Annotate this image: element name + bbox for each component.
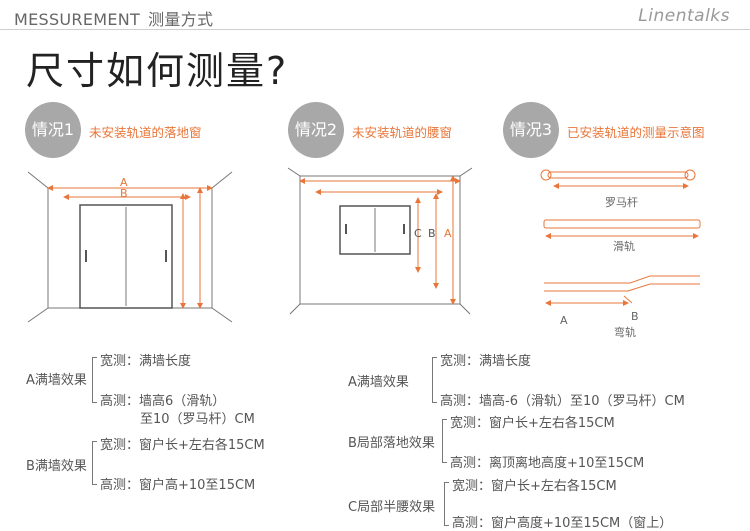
header-en: MESSUREMENT: [14, 10, 141, 29]
d1-label-b: B: [120, 187, 128, 200]
note-left-b-bracket: [92, 441, 97, 485]
case-1-desc: 未安装轨道的落地窗: [89, 125, 202, 140]
d2-label-c: C: [414, 227, 422, 240]
note-right-c-label: C局部半腰效果: [348, 500, 436, 515]
d3-label-roman-rod: 罗马杆: [605, 196, 638, 209]
d2-label-b: B: [428, 227, 436, 240]
note-left-b-label: B满墙效果: [26, 459, 87, 474]
note-right-a-item-1: 宽测：满墙长度: [440, 354, 532, 369]
header-caption: MESSUREMENT 测量方式: [14, 6, 213, 30]
case-2-desc: 未安装轨道的腰窗: [352, 125, 453, 140]
case-3-desc: 已安装轨道的测量示意图: [567, 125, 705, 140]
case-1-badge: 情况1: [25, 102, 81, 158]
note-left-a-item-2: 高测：墙高6（滑轨）: [100, 394, 226, 409]
diagram-3-rails: [540, 169, 701, 306]
note-right-b-item-2: 高测：离顶离地高度+10至15CM: [450, 456, 645, 471]
note-right-a-bracket: [432, 357, 437, 403]
note-right-b-label: B局部落地效果: [348, 436, 435, 451]
note-right-b-bracket: [442, 419, 447, 463]
d3-label-a: A: [560, 314, 568, 327]
note-right-a-item-2: 高测：墙高-6（滑轨）至10（罗马杆）CM: [440, 394, 685, 409]
note-left-b-item-1: 宽测：窗户长+左右各15CM: [100, 438, 265, 453]
d1-label-a: A: [120, 176, 128, 189]
note-right-c-item-2: 高测：窗户高度+10至15CM（窗上）: [452, 516, 673, 531]
page-title: 尺寸如何测量?: [26, 49, 289, 93]
case-3-badge: 情况3: [503, 102, 559, 158]
note-right-c-bracket: [444, 482, 449, 526]
diagram-1-floor-window: [27, 171, 233, 323]
note-left-a-label: A满墙效果: [26, 373, 87, 388]
d2-label-a: A: [444, 227, 452, 240]
diagram-2-waist-window: [287, 167, 473, 315]
brand-logo: Linentalks: [638, 6, 730, 26]
note-left-b-item-2: 高测：窗户高+10至15CM: [100, 478, 256, 493]
case-2-badge: 情况2: [288, 102, 344, 158]
measurement-diagrams: [27, 167, 701, 323]
page-header: MESSUREMENT 测量方式 Linentalks: [0, 0, 750, 30]
note-left-a-item-2b: 至10（罗马杆）CM: [140, 412, 255, 427]
note-right-a-label: A满墙效果: [348, 375, 409, 390]
d3-label-bent-rail: 弯轨: [614, 326, 636, 339]
d3-label-b: B: [631, 310, 639, 323]
header-cn: 测量方式: [148, 10, 214, 29]
note-left-a-bracket: [92, 357, 97, 403]
note-right-b-item-1: 宽测：窗户长+左右各15CM: [450, 416, 615, 431]
note-left-a-item-1: 宽测：满墙长度: [100, 354, 192, 369]
note-right-c-item-1: 宽测：窗户长+左右各15CM: [452, 479, 617, 494]
d3-label-rail: 滑轨: [613, 240, 635, 253]
header-divider: [0, 29, 750, 30]
